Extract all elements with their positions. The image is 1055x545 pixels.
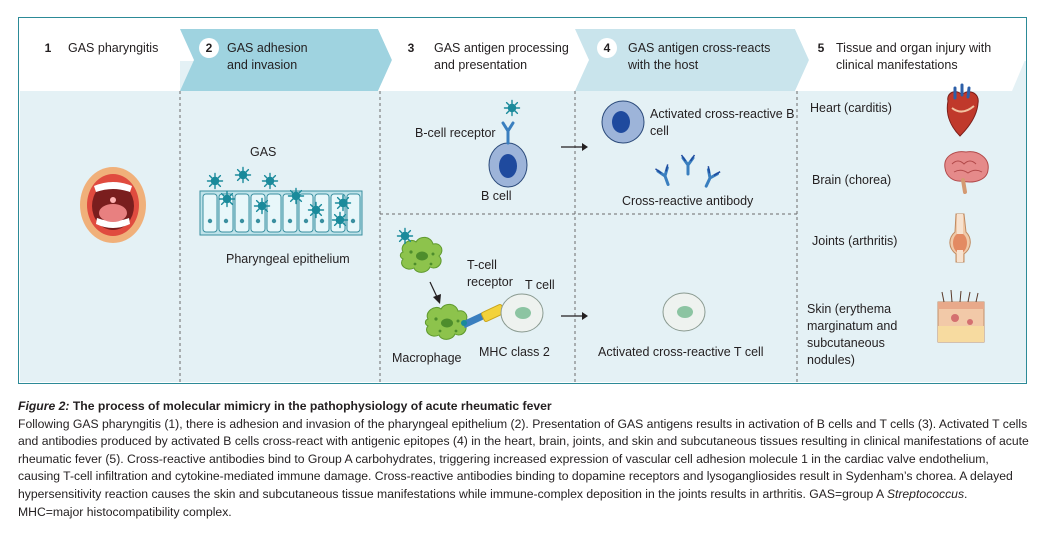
activated-t-cell-label: Activated cross-reactive T cell (598, 345, 764, 359)
manifestation-heart-label: Heart (carditis) (810, 101, 892, 115)
arrow-icon (429, 281, 441, 304)
step-number: 4 (597, 38, 617, 58)
activated-t-cell-icon (662, 292, 706, 332)
step-title: Tissue and organ injury with clinical ma… (836, 41, 992, 72)
t-cell-receptor-label: T-cell receptor (467, 258, 513, 289)
caption-title-text: The process of molecular mimicry in the … (72, 399, 552, 413)
cross-reactive-antibody-label: Cross-reactive antibody (622, 194, 754, 208)
gas-label: GAS (250, 145, 277, 159)
caption-body-end: . MHC=major histocompatibility complex. (18, 486, 968, 519)
t-cell-icon (500, 293, 544, 333)
step-number: 5 (811, 38, 831, 58)
pharyngeal-epithelium-icon (199, 190, 363, 236)
pharyngeal-epithelium-label: Pharyngeal epithelium (226, 252, 350, 266)
b-cell-label: B cell (481, 189, 512, 203)
joint-icon (949, 213, 971, 263)
b-cell-receptor-label: B-cell receptor (415, 126, 496, 140)
figure-caption: Figure 2: The process of molecular mimic… (18, 398, 1033, 521)
manifestation-brain-label: Brain (chorea) (812, 173, 892, 187)
caption-body-italic: Streptococcus (886, 486, 965, 501)
step-title: GAS antigen cross-reacts with the host (628, 41, 771, 72)
step-number: 2 (199, 38, 219, 58)
brain-icon (944, 151, 989, 194)
mhc-class-2-label: MHC class 2 (479, 345, 550, 359)
manifestation-skin-label: Skin (erythema marginatum and subcutaneo… (807, 302, 898, 367)
caption-figure-label: Figure 2: (18, 399, 70, 413)
column-dividers (179, 91, 798, 382)
step-title: GAS pharyngitis (68, 41, 159, 55)
heart-icon (946, 83, 979, 137)
caption-title: Figure 2: The process of molecular mimic… (18, 398, 1033, 416)
step-chevrons (20, 29, 1025, 91)
skin-icon (937, 289, 985, 343)
arrow-icon (561, 312, 588, 320)
t-cell-label: T cell (525, 278, 555, 292)
macrophage-label: Macrophage (392, 351, 462, 365)
step-number: 1 (38, 38, 58, 58)
mouth-icon (80, 167, 146, 243)
step-number: 3 (401, 38, 421, 58)
manifestation-joints-label: Joints (arthritis) (812, 234, 898, 248)
caption-body-text: Following GAS pharyngitis (1), there is … (18, 416, 1029, 501)
arrow-icon (561, 143, 588, 151)
caption-body: Following GAS pharyngitis (1), there is … (18, 416, 1033, 522)
activated-b-cell-icon (601, 100, 645, 144)
step-title: GAS adhesion and invasion (227, 41, 308, 72)
step-title: GAS antigen processing and presentation (434, 41, 569, 72)
b-cell-icon (488, 99, 528, 188)
activated-b-cell-label: Activated cross-reactive B cell (650, 107, 795, 138)
